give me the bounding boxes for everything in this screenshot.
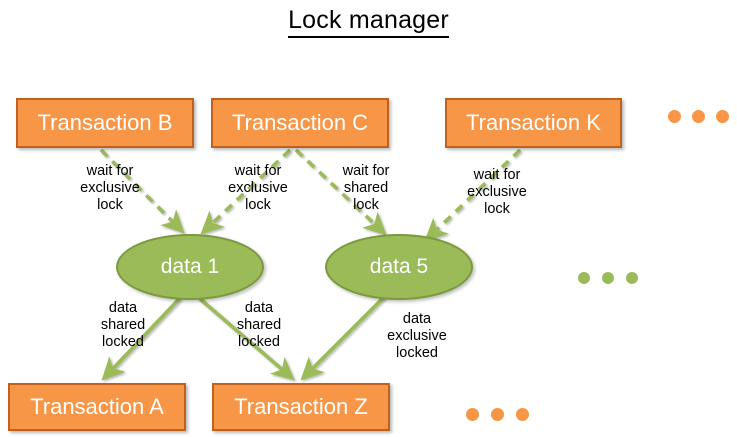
dot-icon [668,110,681,123]
edge-label-line: wait for [473,167,521,183]
dot-icon [692,110,705,123]
transaction-label: Transaction Z [234,394,368,419]
edge-label-line: locked [238,334,280,350]
edge-label-line: wait for [86,163,134,179]
edge-label-line: lock [353,197,379,213]
data-node-data1[interactable]: data 1 [116,234,264,300]
edge-label-line: data [108,300,138,316]
transaction-label: Transaction C [231,110,369,135]
dot-icon [578,272,590,284]
transaction-box-k[interactable]: Transaction K [445,98,622,148]
data-node-label: data 1 [160,255,220,278]
dot-icon [716,110,729,123]
page-title-text: Lock manager [288,6,449,38]
dot-icon [626,272,638,284]
edge-label-line: lock [484,201,510,217]
edge-label-line: shared [100,317,146,333]
transaction-box-z[interactable]: Transaction Z [212,383,390,431]
data-node-data5[interactable]: data 5 [325,234,473,300]
edge-label-b-data1: wait for exclusive lock [66,163,154,214]
edge-label-line: exclusive [387,328,447,344]
edge-label-line: locked [102,334,144,350]
ellipsis-dots-middle-right [578,272,638,284]
transaction-box-a[interactable]: Transaction A [8,383,186,431]
transaction-label: Transaction A [30,394,164,419]
edge-label-line: shared [236,317,282,333]
transaction-box-c[interactable]: Transaction C [211,98,389,148]
dot-icon [466,408,479,421]
transaction-box-b[interactable]: Transaction B [16,98,194,148]
ellipsis-dots-bottom-right [466,408,529,421]
edge-label-line: lock [245,197,271,213]
edge-data5-to-transaction-z [300,294,387,381]
edge-label-line: wait for [234,163,282,179]
edge-label-data1-a: data shared locked [92,300,154,351]
edge-label-k-data5: wait for exclusive lock [453,167,541,218]
edge-label-line: shared [343,180,389,196]
data-node-label: data 5 [369,255,429,278]
edge-label-data1-z: data shared locked [228,300,290,351]
dot-icon [516,408,529,421]
edge-label-line: lock [97,197,123,213]
dot-icon [491,408,504,421]
edge-label-c-data1: wait for exclusive lock [214,163,302,214]
page-title: Lock manager [0,6,737,38]
edge-label-line: exclusive [80,180,140,196]
edge-label-data5-z: data exclusive locked [379,311,455,362]
edge-label-line: locked [396,345,438,361]
dot-icon [602,272,614,284]
edge-label-line: wait for [342,163,390,179]
edge-label-line: exclusive [467,184,527,200]
transaction-label: Transaction K [466,110,601,135]
transaction-label: Transaction B [37,110,173,135]
ellipsis-dots-top-right [668,110,729,123]
edge-label-line: data [244,300,274,316]
edge-label-line: data [402,311,432,327]
edge-label-line: exclusive [228,180,288,196]
edge-label-c-data5: wait for shared lock [328,163,404,214]
